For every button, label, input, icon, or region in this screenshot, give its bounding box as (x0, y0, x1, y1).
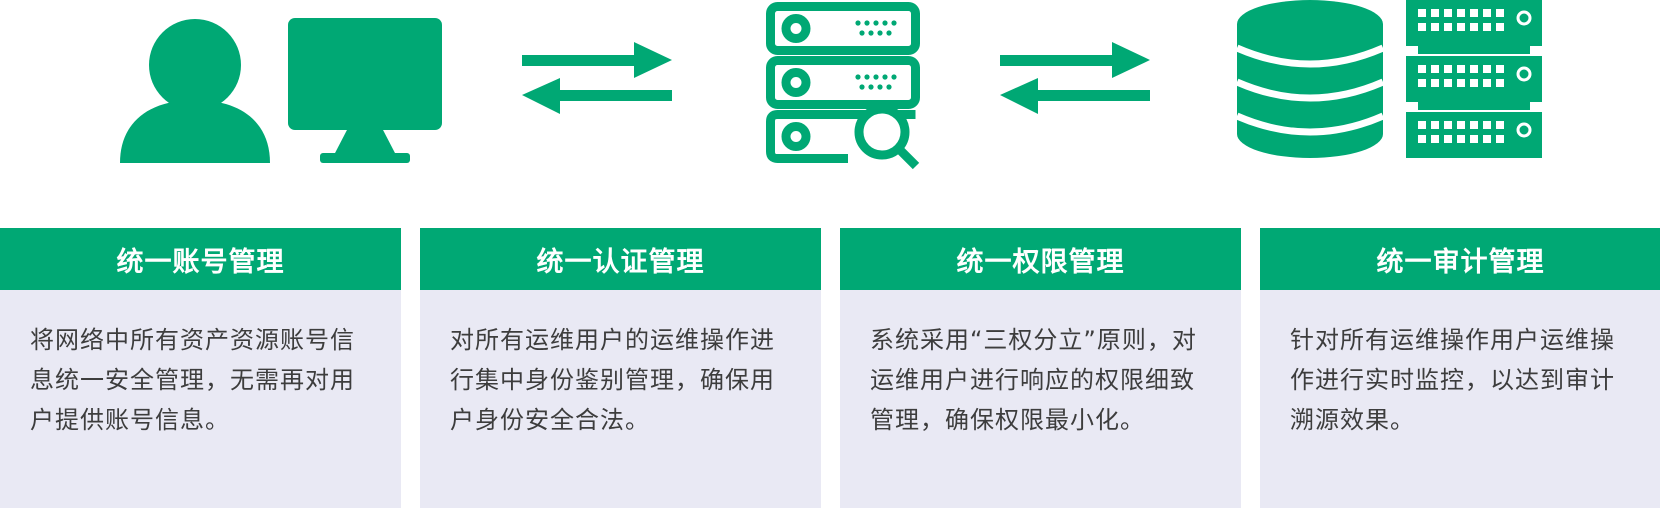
database-icon (1237, 0, 1383, 158)
exchange-arrows-icon (522, 42, 672, 114)
card-authentication-management: 统一认证管理 对所有运维用户的运维操作进行集中身份鉴别管理，确保用户身份安全合法… (420, 228, 821, 508)
card-permission-management: 统一权限管理 系统采用“三权分立”原则，对运维用户进行响应的权限细致管理，确保权… (840, 228, 1241, 508)
card-title: 统一权限管理 (840, 228, 1241, 290)
card-title: 统一审计管理 (1260, 228, 1660, 290)
card-description: 针对所有运维操作用户运维操作进行实时监控，以达到审计溯源效果。 (1290, 326, 1615, 434)
card-title: 统一认证管理 (420, 228, 821, 290)
monitor-icon (288, 18, 442, 163)
card-audit-management: 统一审计管理 针对所有运维操作用户运维操作进行实时监控，以达到审计溯源效果。 (1260, 228, 1660, 508)
user-icon (120, 19, 270, 163)
card-title: 统一账号管理 (0, 228, 401, 290)
server-rack-icon (1406, 0, 1542, 158)
card-description: 系统采用“三权分立”原则，对运维用户进行响应的权限细致管理，确保权限最小化。 (870, 326, 1197, 434)
icon-row (0, 0, 1660, 175)
card-description: 将网络中所有资产资源账号信息统一安全管理，无需再对用户提供账号信息。 (30, 326, 355, 434)
server-search-icon (766, 2, 920, 170)
feature-cards: 统一账号管理 将网络中所有资产资源账号信息统一安全管理，无需再对用户提供账号信息… (0, 228, 1660, 508)
exchange-arrows-icon (1000, 42, 1150, 114)
card-account-management: 统一账号管理 将网络中所有资产资源账号信息统一安全管理，无需再对用户提供账号信息… (0, 228, 401, 508)
card-description: 对所有运维用户的运维操作进行集中身份鉴别管理，确保用户身份安全合法。 (450, 326, 775, 434)
